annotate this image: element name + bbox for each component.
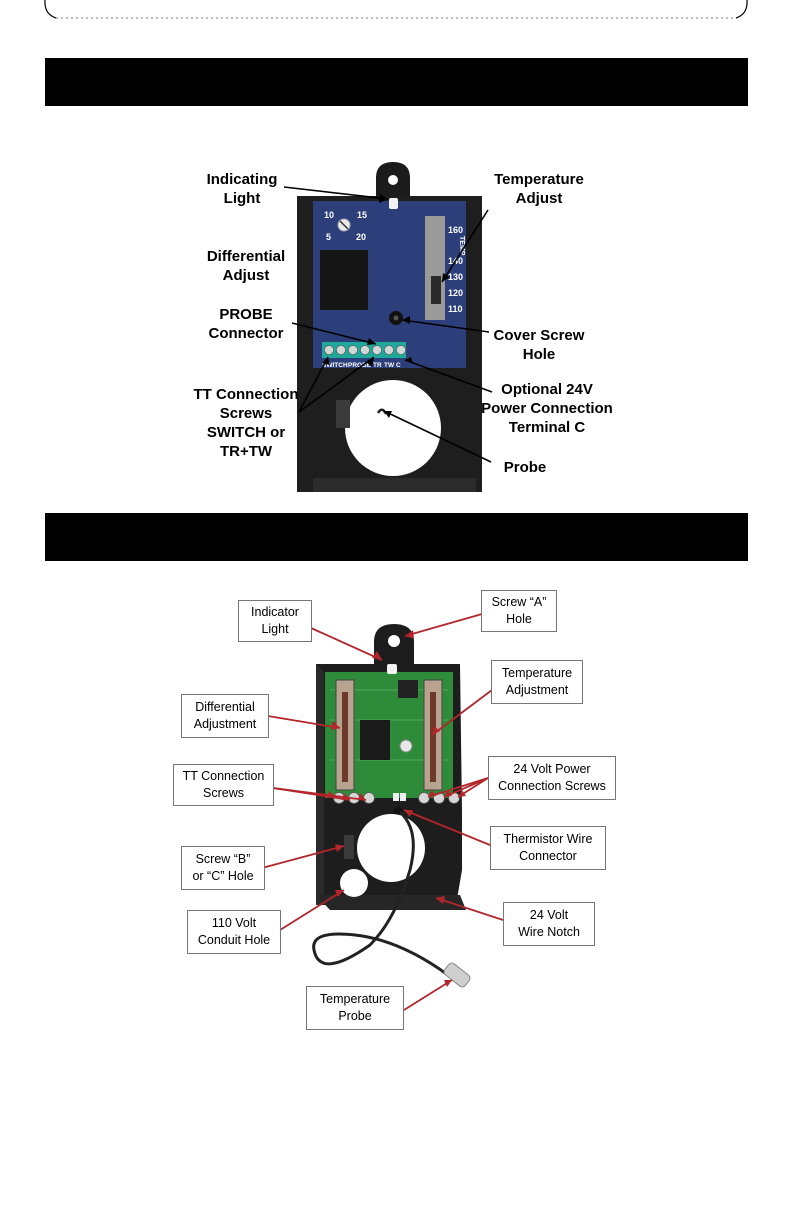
terminal-c: C [396,362,401,369]
label-probe: Probe [503,459,547,476]
label-differential-adjustment: Differential Adjustment [181,694,269,738]
label-thermistor-wire-connector: Thermistor Wire Connector [490,826,606,870]
label-110v-conduit-hole: 110 Volt Conduit Hole [187,910,281,954]
section-header-bar-1 [45,58,748,106]
label-temperature-probe: Temperature Probe [306,986,404,1030]
terminal-switch: SWITCH [322,362,348,369]
dial-label-5: 5 [326,232,331,242]
label-probe-connector: PROBE Connector [208,306,284,342]
terminal-screws [324,345,406,355]
temp-scale-160: 160 [448,225,463,235]
label-24v-wire-notch: 24 Volt Wire Notch [503,902,595,946]
dial-label-15: 15 [357,210,367,220]
figure-1-aquastat-diagram: 10 15 5 20 160 140 130 120 110 TEMP SWIT… [283,162,493,492]
label-temperature-adjustment: Temperature Adjustment [491,660,583,704]
label-screw-bc-hole: Screw “B” or “C” Hole [181,846,265,890]
label-optional-24v: Optional 24V Power Connection Terminal C [481,381,613,436]
label-temperature-adjust: Temperature Adjust [494,171,584,207]
dial-label-20: 20 [356,232,366,242]
label-indicator-light: Indicator Light [238,600,312,642]
temp-scale-120: 120 [448,288,463,298]
dial-label-10: 10 [324,210,334,220]
label-24v-power-screws: 24 Volt Power Connection Screws [488,756,616,800]
terminal-probe: PROBE [348,362,372,369]
temp-scale-110: 110 [448,304,463,314]
label-tt-connection: TT Connection Screws SWITCH or TR+TW [193,386,299,460]
terminal-tr: TR [373,362,382,369]
label-tt-connection-screws: TT Connection Screws [173,764,274,806]
temp-word: TEMP [458,236,465,256]
terminal-tw: TW [384,362,395,369]
trim-line [44,0,748,19]
label-indicating-light: Indicating Light [206,171,278,207]
label-cover-screw-hole: Cover Screw Hole [493,327,585,363]
label-differential-adjust: Differential Adjust [206,248,286,284]
temp-scale-130: 130 [448,272,463,282]
section-header-bar-2 [45,513,748,561]
label-screw-a-hole: Screw “A” Hole [481,590,557,632]
